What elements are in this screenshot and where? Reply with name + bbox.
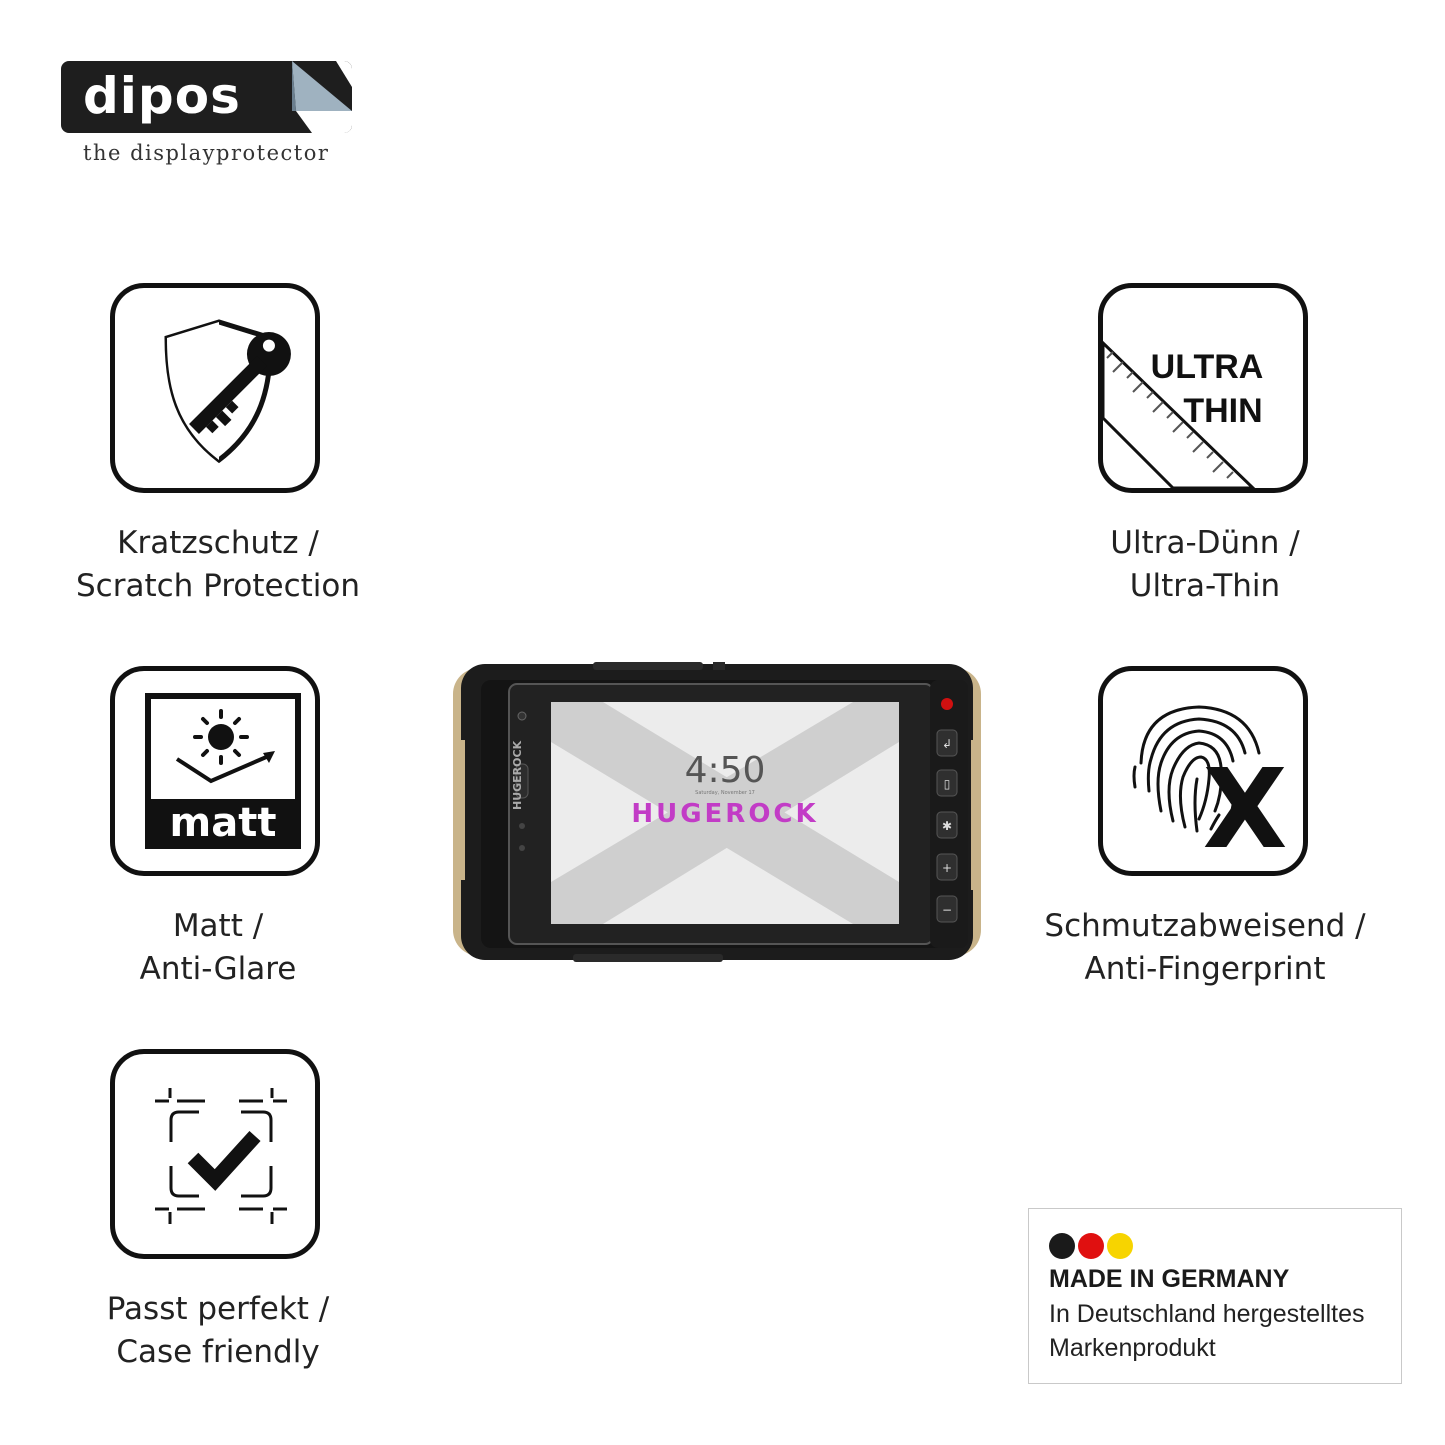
rugged-tablet-image: 4:50 Saturday, November 17 HUGEROCK HUGE… (453, 662, 981, 962)
page-curl-icon (292, 61, 352, 133)
clock-text: 4:50 (685, 750, 766, 791)
ultra-thin-badge: ULTRA THIN (1098, 283, 1308, 493)
brand-name: dipos (83, 67, 241, 125)
brand-logo: dipos (61, 61, 352, 133)
matt-label: matt (170, 800, 277, 846)
ultra-thin-ruler-icon: ULTRA THIN (1103, 340, 1264, 488)
anti-fingerprint-badge: X (1098, 666, 1308, 876)
ultra-label: ULTRA (1151, 348, 1264, 386)
svg-text:✱: ✱ (942, 819, 952, 833)
feature-caption-scratch: Kratzschutz / Scratch Protection (76, 525, 360, 604)
scratch-protection-badge (110, 283, 320, 493)
made-in-germany-badge: MADE IN GERMANY In Deutschland hergestel… (1028, 1208, 1402, 1384)
x-mark: X (1203, 745, 1288, 871)
screen-brand-text: HUGEROCK (631, 799, 818, 829)
made-in-germany-title: MADE IN GERMANY (1049, 1265, 1290, 1293)
feature-caption-matt: Matt / Anti-Glare (139, 908, 297, 987)
flag-dot-red (1078, 1233, 1104, 1259)
brand-tagline: the displayprotector (83, 141, 330, 165)
flag-dot-black (1049, 1233, 1075, 1259)
made-in-germany-line1: In Deutschland hergestelltes (1049, 1300, 1365, 1328)
side-brand-text: HUGEROCK (511, 740, 524, 810)
made-in-germany-line2: Markenprodukt (1049, 1334, 1216, 1362)
matt-badge: matt (110, 666, 320, 876)
feature-caption-thin: Ultra-Dünn / Ultra-Thin (1110, 525, 1300, 604)
feature-caption-fingerprint: Schmutzabweisend / Anti-Fingerprint (1044, 908, 1366, 987)
matt-sun-icon: matt (145, 693, 301, 849)
case-check-icon (155, 1088, 287, 1224)
thin-label: THIN (1183, 392, 1262, 430)
shield-key-icon (164, 319, 291, 464)
svg-text:−: − (942, 903, 952, 917)
svg-text:↲: ↲ (942, 737, 952, 751)
feature-caption-case: Passt perfekt / Case friendly (106, 1291, 330, 1370)
svg-text:▯: ▯ (944, 777, 951, 791)
fingerprint-x-icon: X (1132, 705, 1288, 871)
flag-dot-gold (1107, 1233, 1133, 1259)
svg-text:+: + (942, 861, 952, 875)
case-friendly-badge (110, 1049, 320, 1259)
date-text: Saturday, November 17 (695, 790, 755, 796)
